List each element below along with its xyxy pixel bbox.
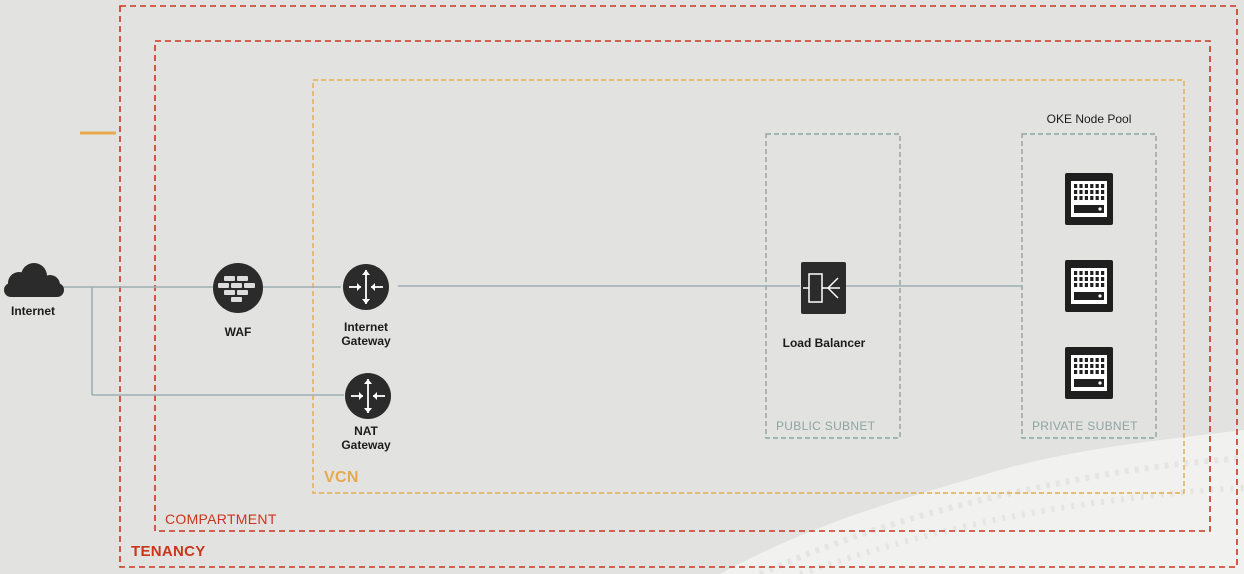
- load-balancer-label: Load Balancer: [782, 336, 866, 350]
- internet-gateway-label: Internet Gateway: [341, 320, 391, 348]
- server-icon: [1065, 347, 1113, 399]
- vcn-label: VCN: [324, 469, 359, 486]
- nat-gateway-icon: [345, 373, 391, 419]
- tenancy-label: TENANCY: [131, 543, 206, 560]
- nat-gateway-label: NAT Gateway: [341, 424, 391, 452]
- waf-label: WAF: [224, 325, 252, 339]
- cloud-icon: [4, 263, 64, 297]
- connectors: [60, 285, 1022, 396]
- server-icon: [1065, 260, 1113, 312]
- oke-node-pool-label: OKE Node Pool: [1046, 112, 1132, 126]
- compartment-boundary: [154, 40, 1211, 532]
- waf-icon: [213, 263, 263, 313]
- server-icon: [1065, 173, 1113, 225]
- private-subnet-label: PRIVATE SUBNET: [1032, 419, 1138, 433]
- internet-label: Internet: [10, 304, 55, 318]
- compartment-label: COMPARTMENT: [165, 511, 277, 527]
- load-balancer-icon: [801, 262, 846, 314]
- oke-node-icons: [1065, 173, 1113, 399]
- internet-gateway-icon: [343, 264, 389, 310]
- decorative-texture: [720, 430, 1244, 574]
- public-subnet-label: PUBLIC SUBNET: [776, 419, 876, 433]
